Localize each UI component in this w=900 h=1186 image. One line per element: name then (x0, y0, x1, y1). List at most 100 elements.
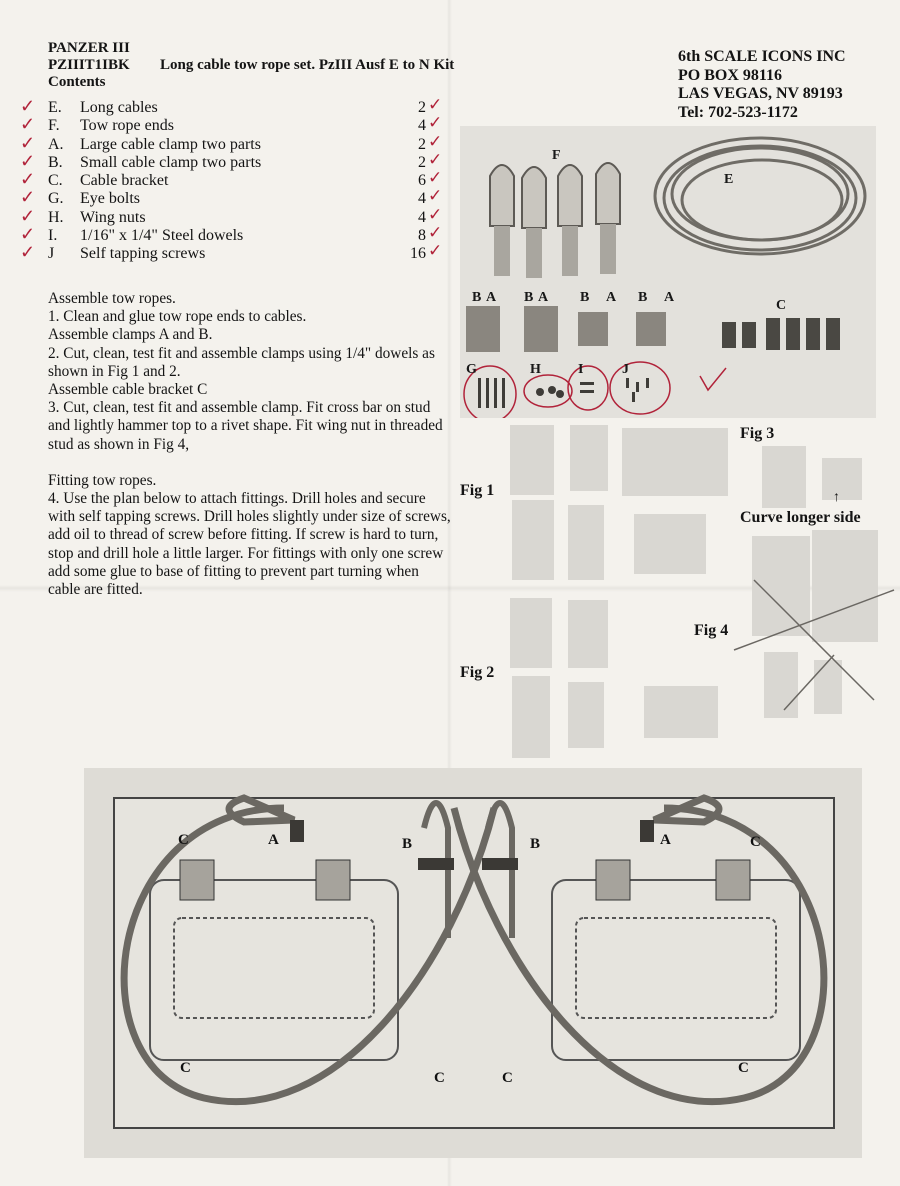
company-address: 6th SCALE ICONS INC PO BOX 98116 LAS VEG… (678, 48, 846, 122)
kit-code: PZIIIT1IBK (48, 57, 130, 73)
part-label-b: B (472, 290, 482, 305)
part-label-b: B (524, 290, 534, 305)
plan-label-b: B (402, 836, 413, 852)
plan-label-c: C (178, 832, 189, 848)
part-label-h: H (530, 362, 541, 377)
fig1-photo (568, 505, 604, 580)
section-heading: Assemble cable bracket C (48, 381, 208, 399)
check-mark-icon: ✓ (20, 96, 36, 116)
check-mark-icon: ✓ (20, 205, 36, 226)
fig4-photo (752, 536, 810, 636)
fig3-photo (634, 514, 706, 574)
plan-label-a: A (268, 832, 279, 848)
plan-label-c: C (180, 1060, 191, 1076)
part-label-b: B (580, 290, 590, 305)
fig1-label: Fig 1 (460, 482, 495, 499)
fig4-label: Fig 4 (694, 622, 729, 639)
fig2-label: Fig 2 (460, 664, 495, 681)
fig1-photo (512, 500, 554, 580)
fig3-label: Fig 3 (740, 425, 775, 442)
part-label-i: I (578, 362, 584, 377)
instruction-step: 2. Cut, clean, test fit and assemble cla… (48, 344, 435, 380)
check-mark-icon: ✓ (428, 168, 443, 188)
check-mark-icon: ✓ (20, 224, 36, 245)
plan-label-c: C (750, 834, 761, 850)
fitting-plan-photo: C A B B A C C C C C (84, 768, 862, 1158)
crossed-out-marks (733, 579, 895, 711)
section-heading: Fitting tow ropes. (48, 471, 157, 489)
instruction-step: 4. Use the plan below to attach fittings… (48, 490, 451, 599)
contents-title: Contents (48, 74, 106, 90)
plan-label-c: C (434, 1070, 445, 1086)
company-tel: Tel: 702-523-1172 (678, 103, 798, 121)
kit-parts-photo: F E B A B A B A B A C G H I J (460, 126, 876, 423)
part-label-c: C (776, 298, 787, 313)
fig2-photo (510, 598, 552, 668)
plan-label-c: C (738, 1060, 749, 1076)
kit-subtitle: Long cable tow rope set. PzIII Ausf E to… (160, 57, 455, 73)
company-pobox: PO BOX 98116 (678, 66, 783, 84)
fig2-photo (568, 600, 608, 668)
check-mark-icon: ✓ (428, 149, 443, 169)
kit-parts-illustration (463, 136, 867, 423)
fig3-photo (622, 428, 728, 496)
assembly-instructions: Assemble tow ropes. 1. Clean and glue to… (48, 290, 452, 599)
plan-label-b: B (530, 836, 541, 852)
fig2-photo (644, 686, 718, 738)
part-label-e: E (724, 172, 734, 187)
part-label-a: A (606, 290, 617, 305)
check-mark-icon: ✓ (428, 113, 443, 133)
company-name: 6th SCALE ICONS INC (678, 48, 846, 65)
document-header: PANZER III PZIIIT1IBK Long cable tow rope… (48, 40, 454, 91)
part-label-j: J (622, 362, 629, 377)
part-label-g: G (466, 362, 477, 377)
section-heading: Assemble tow ropes. (48, 290, 176, 307)
check-mark-icon: ✓ (428, 223, 443, 243)
model-title: PANZER III (48, 40, 130, 56)
part-label-f: F (552, 148, 561, 163)
company-city: LAS VEGAS, NV 89193 (678, 85, 843, 102)
fig1-photo (570, 425, 608, 491)
fig1-photo (510, 425, 554, 495)
part-label-a: A (486, 290, 497, 305)
check-mark-icon: ✓ (20, 187, 36, 208)
section-heading: Assemble clamps A and B. (48, 326, 213, 344)
check-mark-icon: ✓ (20, 114, 36, 135)
part-label-a: A (664, 290, 675, 305)
instruction-step: 1. Clean and glue tow rope ends to cable… (48, 308, 307, 326)
check-mark-icon: ✓ (428, 204, 443, 224)
check-mark-icon: ✓ (428, 95, 443, 114)
fig2-photo (512, 676, 550, 758)
check-mark-icon: ✓ (428, 131, 443, 151)
plan-label-c: C (502, 1070, 513, 1086)
arrow-up-icon: ↑ (833, 490, 840, 505)
kit-code-line: PZIIIT1IBK Long cable tow rope set. PzIII… (48, 57, 454, 74)
spacer (48, 454, 452, 472)
fig3-photo (822, 458, 862, 500)
check-mark-icon: ✓ (20, 150, 36, 171)
check-mark-icon: ✓ (428, 241, 443, 261)
check-mark-icon: ✓ (20, 132, 36, 153)
fig4-photo (812, 530, 878, 642)
check-mark-icon: ✓ (20, 242, 36, 263)
check-mark-icon: ✓ (20, 169, 36, 190)
fitting-plan-illustration (113, 794, 835, 1129)
fig4-photo (814, 660, 842, 714)
fig3-photo (762, 446, 806, 508)
plan-label-a: A (660, 832, 671, 848)
fig2-photo (568, 682, 604, 748)
instruction-step: 3. Cut, clean, test fit and assemble cla… (48, 399, 443, 453)
fig4-photo (764, 652, 798, 718)
curve-note: Curve longer side (740, 509, 861, 526)
